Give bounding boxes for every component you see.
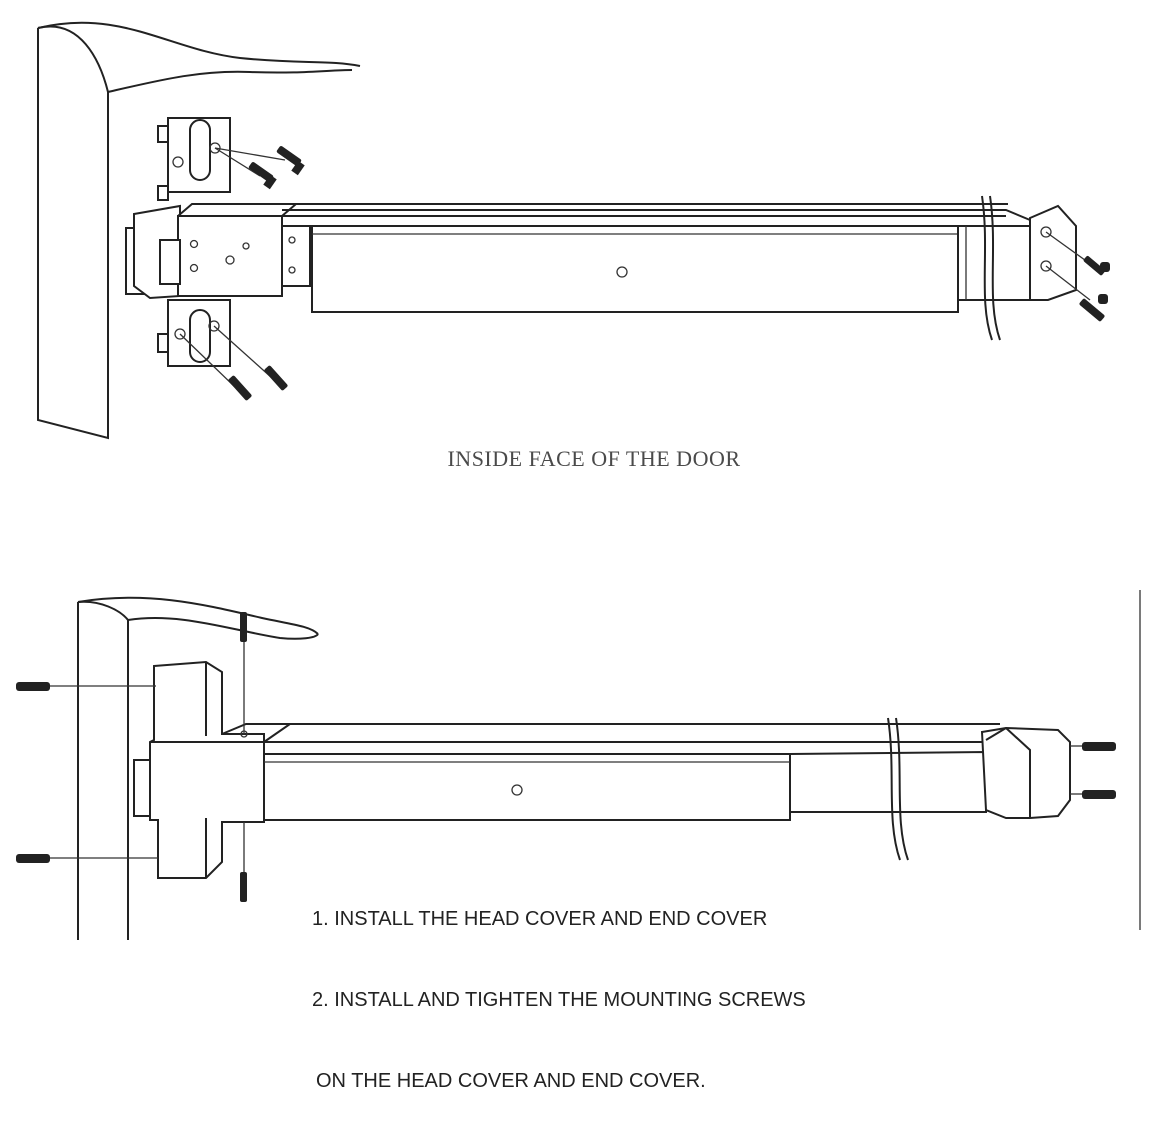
end-bracket-screw-1 xyxy=(1083,256,1110,276)
left-screw-upper xyxy=(16,682,156,691)
lower-bracket-screw-2 xyxy=(264,365,288,391)
top-figure-caption: INSIDE FACE OF THE DOOR xyxy=(447,446,741,471)
bottom-figure xyxy=(16,590,1141,940)
end-cover-screw-lower xyxy=(1082,790,1116,799)
end-cover-bottom xyxy=(980,726,1084,819)
left-screw-lower xyxy=(16,854,158,863)
push-bar-bottom xyxy=(263,717,1000,861)
top-figure xyxy=(37,21,1110,440)
head-cover-bottom xyxy=(133,660,294,879)
installation-instructions: 1. INSTALL THE HEAD COVER AND END COVER … xyxy=(312,852,806,1122)
instruction-step-2: 2. INSTALL AND TIGHTEN THE MOUNTING SCRE… xyxy=(312,989,806,1011)
upper-bracket-screw-1 xyxy=(248,162,277,190)
vertical-screw-bottom xyxy=(240,822,247,902)
door-edge-bottom xyxy=(77,596,319,940)
lower-bracket-screw-1 xyxy=(228,375,252,401)
lower-mounting-bracket xyxy=(157,299,273,389)
instruction-step-2-continued: ON THE HEAD COVER AND END COVER. xyxy=(316,1070,706,1092)
upper-bracket-screw-2 xyxy=(276,146,305,176)
installation-diagram xyxy=(16,21,1141,940)
door-edge-top xyxy=(37,21,361,440)
vertical-screw-top xyxy=(240,612,247,734)
upper-mounting-bracket xyxy=(157,117,286,201)
push-bar-top xyxy=(282,195,1031,341)
instruction-step-1: 1. INSTALL THE HEAD COVER AND END COVER xyxy=(312,908,768,930)
end-cover-screw-upper xyxy=(1082,742,1116,751)
end-bracket-top xyxy=(1029,204,1097,301)
head-mechanism-top xyxy=(125,203,311,300)
end-bracket-screw-2 xyxy=(1079,294,1108,322)
